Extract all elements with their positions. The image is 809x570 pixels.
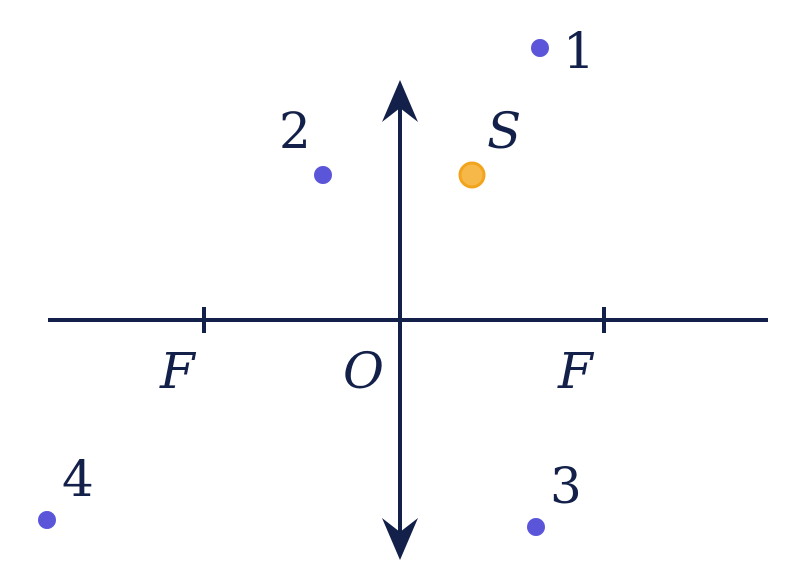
label-source: S [487, 102, 521, 160]
label-focus-right: F [557, 342, 595, 400]
point-3 [527, 518, 545, 536]
point-4 [38, 511, 56, 529]
label-center: O [343, 342, 384, 400]
label-point-4: 4 [62, 450, 94, 508]
label-point-3: 3 [550, 457, 582, 515]
source-point [458, 161, 486, 189]
label-focus-left: F [159, 342, 197, 400]
lens-arrow-top [382, 80, 418, 122]
lens-arrow-bottom [382, 518, 418, 560]
label-point-2: 2 [279, 102, 311, 160]
converging-lens [382, 80, 418, 560]
point-2 [314, 166, 332, 184]
point-1 [531, 39, 549, 57]
label-point-1: 1 [563, 22, 595, 80]
